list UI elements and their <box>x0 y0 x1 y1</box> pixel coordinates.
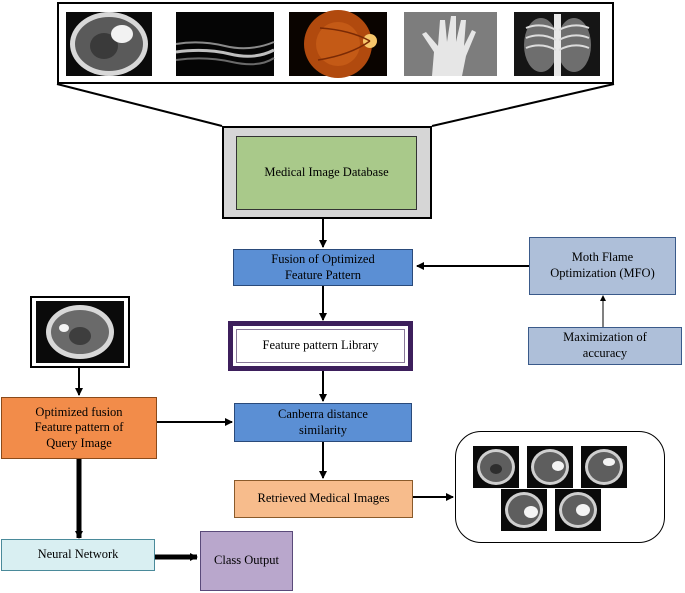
mfo-box: Moth Flame Optimization (MFO) <box>529 237 676 295</box>
library-label: Feature pattern Library <box>262 338 379 353</box>
result-image-1 <box>473 446 519 488</box>
database-label: Medical Image Database <box>264 165 389 180</box>
retrieved-box: Retrieved Medical Images <box>234 480 413 518</box>
canberra-box: Canberra distance similarity <box>234 403 412 442</box>
hand-xray-image <box>404 12 497 76</box>
ultrasound-image <box>175 12 275 76</box>
mfo-label: Moth Flame Optimization (MFO) <box>550 250 655 280</box>
class-output-label: Class Output <box>214 553 279 568</box>
fusion-label: Fusion of Optimized Feature Pattern <box>271 251 375 282</box>
query-box: Optimized fusion Feature pattern of Quer… <box>1 397 157 459</box>
neural-network-label: Neural Network <box>37 547 119 562</box>
retrieved-label: Retrieved Medical Images <box>257 491 390 506</box>
result-image-4 <box>501 489 547 531</box>
maximization-box: Maximization of accuracy <box>528 327 682 365</box>
class-output-box: Class Output <box>200 531 293 591</box>
library-box: Feature pattern Library <box>228 321 413 371</box>
neural-network-box: Neural Network <box>1 539 155 571</box>
query-label: Optimized fusion Feature pattern of Quer… <box>34 404 124 450</box>
result-image-2 <box>527 446 573 488</box>
funnel-right-line <box>431 83 615 127</box>
canberra-label: Canberra distance similarity <box>278 406 368 437</box>
result-image-3 <box>581 446 627 488</box>
fusion-box: Fusion of Optimized Feature Pattern <box>233 249 413 286</box>
result-image-5 <box>555 489 601 531</box>
retina-image <box>289 10 387 78</box>
funnel-left-line <box>56 83 223 127</box>
maximization-label: Maximization of accuracy <box>563 330 647 360</box>
database-box: Medical Image Database <box>236 136 417 210</box>
chest-xray-image <box>514 12 600 76</box>
brain-ct-image <box>66 12 152 76</box>
